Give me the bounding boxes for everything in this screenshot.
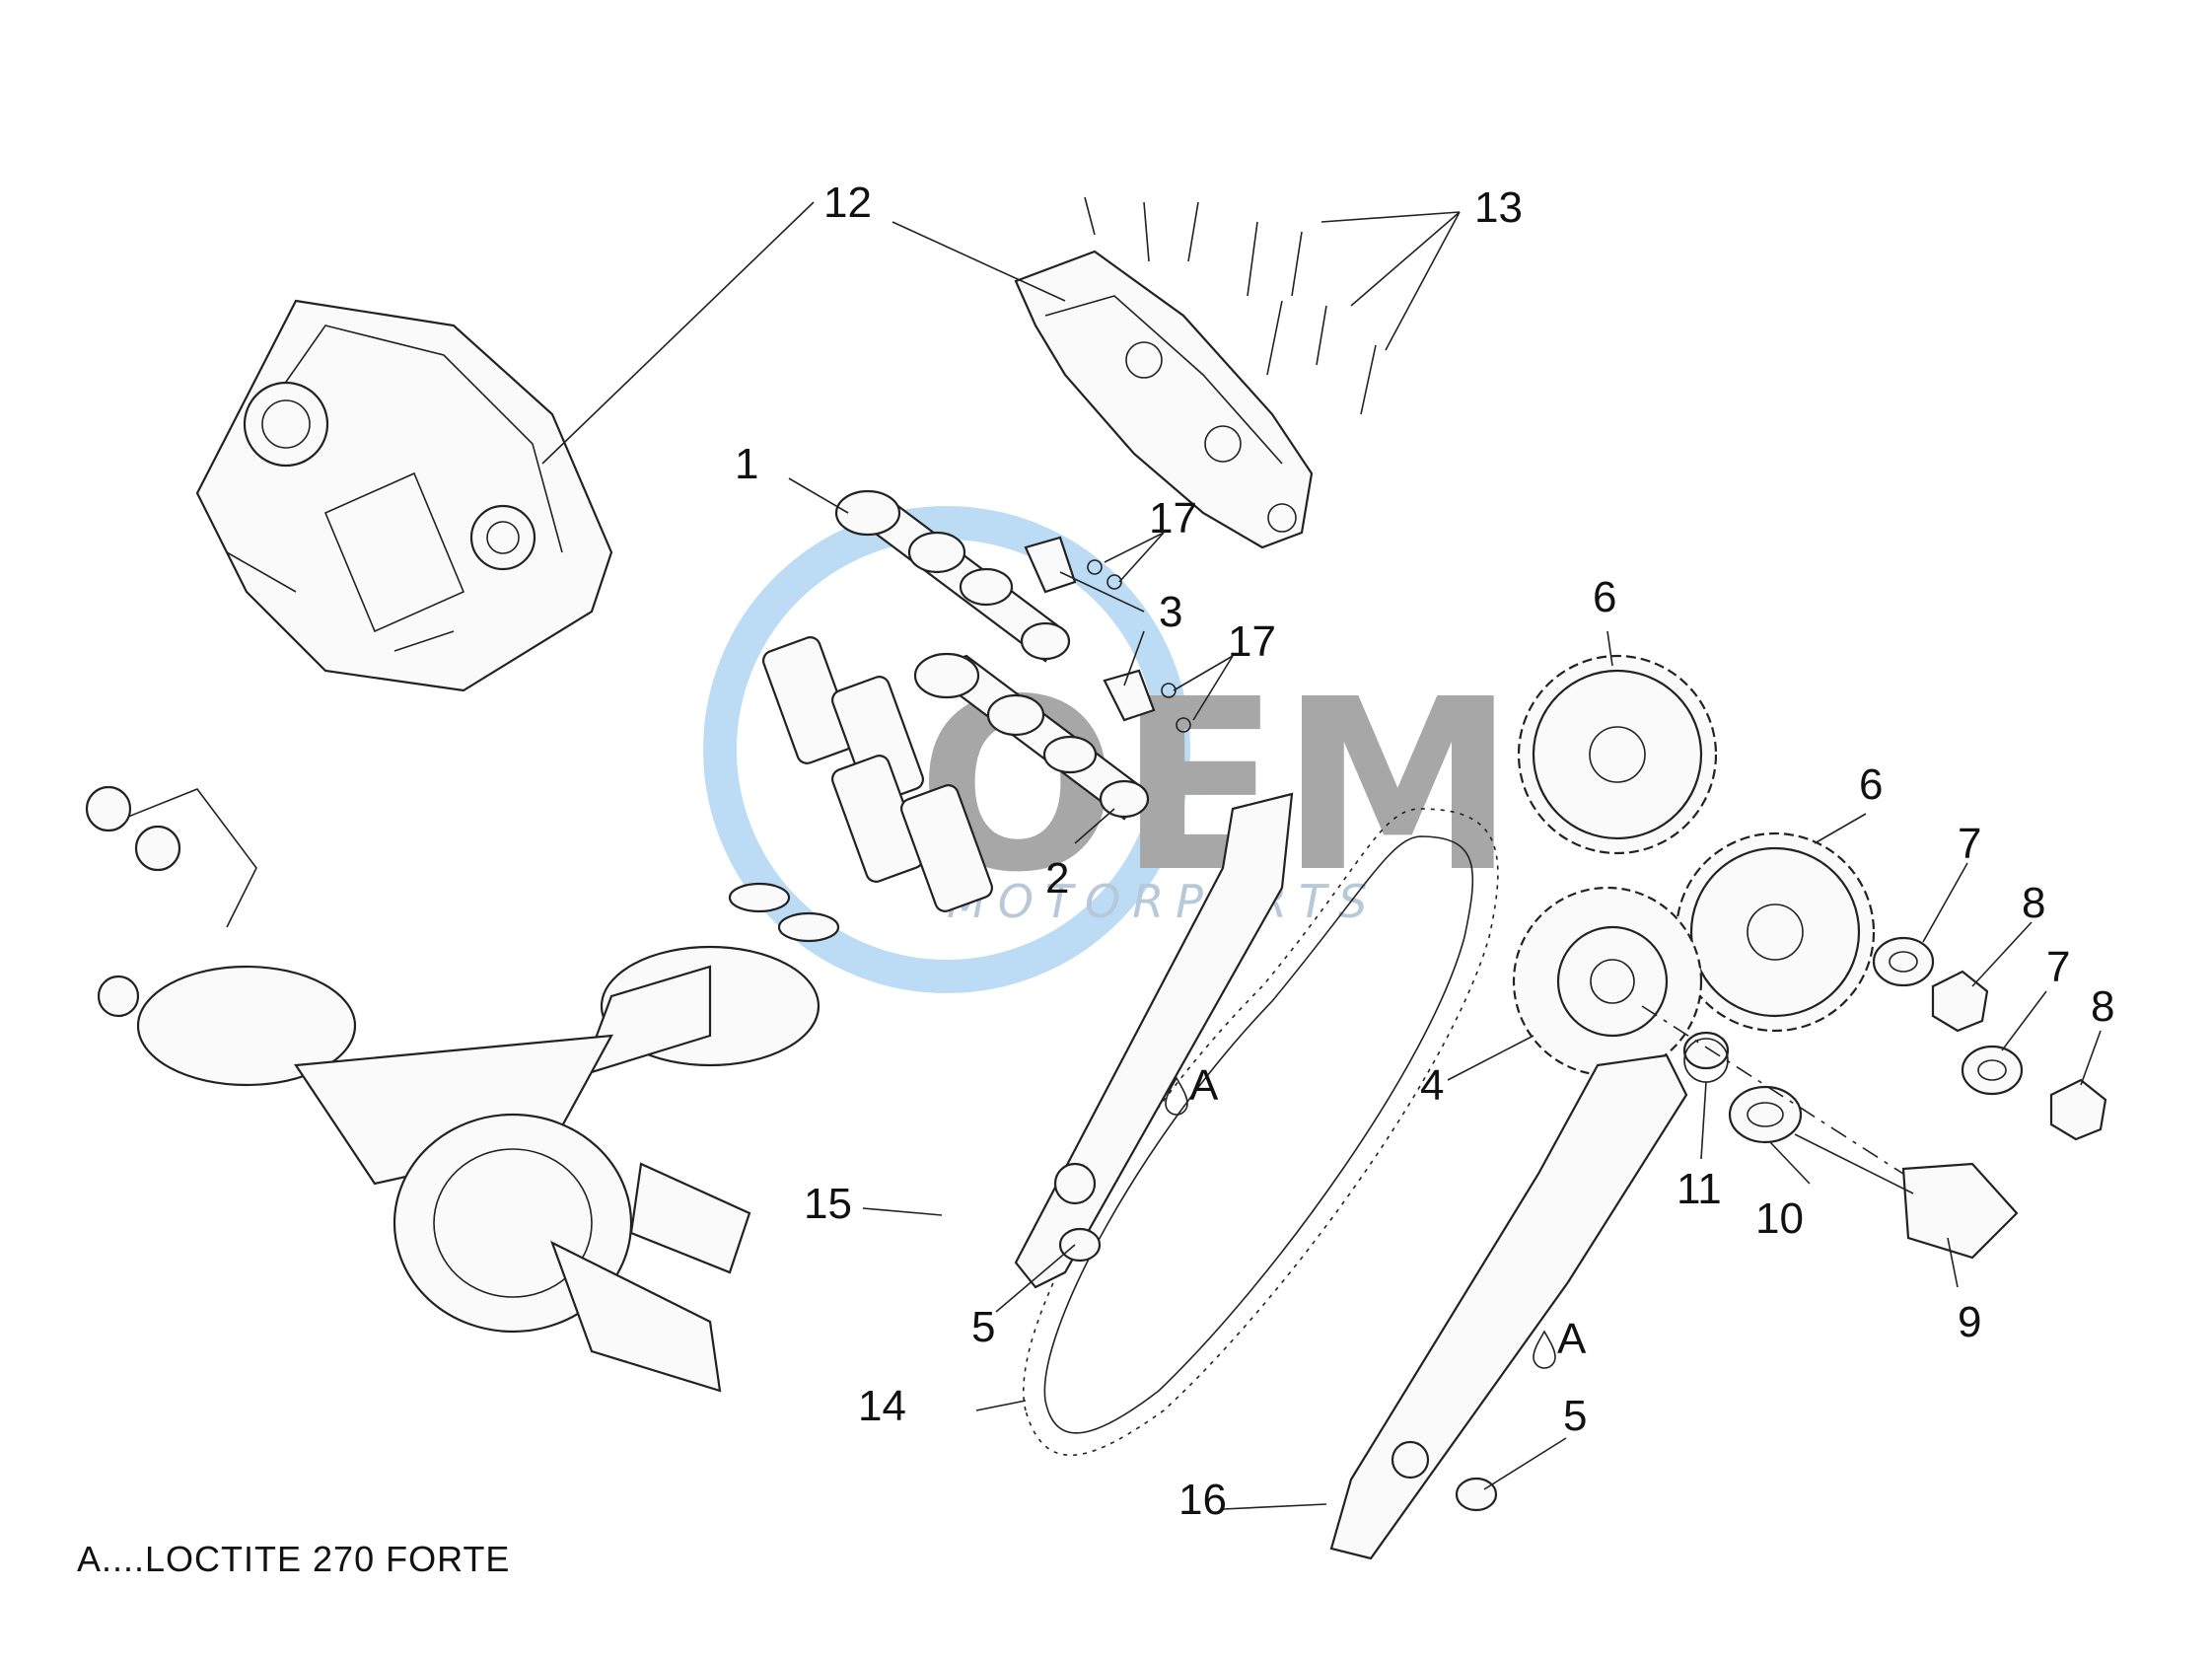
part-cam-caps [1024, 536, 1191, 733]
callout-6-upper: 6 [1593, 573, 1616, 621]
adhesive-label-lower: A [1557, 1315, 1587, 1363]
drop-icon [1533, 1330, 1556, 1369]
part-camshaft-carrier [1014, 250, 1314, 549]
callout-5-lower: 5 [1563, 1392, 1587, 1440]
callout-11: 11 [1677, 1165, 1722, 1213]
adhesive-mark-upper: A [1165, 1061, 1219, 1116]
drop-icon [1165, 1076, 1188, 1116]
callout-6-lower: 6 [1859, 760, 1883, 809]
callout-16: 16 [1178, 1476, 1227, 1524]
part-valves-springs [728, 636, 993, 943]
leader-lines [541, 201, 2102, 1510]
callout-15: 15 [804, 1180, 852, 1228]
part-camshaft-exhaust [913, 652, 1150, 821]
adhesive-label-upper: A [1189, 1061, 1219, 1110]
legend-note: A....LOCTITE 270 FORTE [77, 1539, 510, 1579]
watermark-sub: MOTORPARTS [947, 875, 1379, 928]
callout-2: 2 [1045, 854, 1069, 903]
callout-13: 13 [1474, 183, 1523, 232]
part-gear-upper [1517, 654, 1718, 855]
callout-3: 3 [1159, 588, 1182, 636]
callout-7-lower: 7 [2046, 943, 2070, 991]
part-pivot-bolts [1058, 1227, 1498, 1512]
callout-17-lower: 17 [1228, 617, 1276, 666]
callout-12: 12 [823, 179, 872, 227]
part-spacer-bolt [1641, 1005, 2019, 1260]
part-crankshaft-assembly [85, 785, 821, 1393]
part-cylinder-head [195, 299, 613, 692]
callout-10: 10 [1755, 1194, 1804, 1243]
part-chain-guide-tensioner [1329, 1053, 1688, 1560]
carrier-bolts [1084, 196, 1377, 415]
callout-14: 14 [858, 1382, 906, 1430]
callout-8-upper: 8 [2022, 879, 2045, 927]
part-chain-guide-fixed [1014, 792, 1294, 1289]
callout-8-lower: 8 [2091, 982, 2114, 1031]
part-gear-lower [1675, 831, 1876, 1033]
part-idler-gear [1512, 886, 1703, 1077]
callout-9: 9 [1958, 1298, 1981, 1346]
callout-4: 4 [1420, 1061, 1444, 1110]
part-washer-nut-set [1872, 936, 2107, 1141]
part-camshaft-intake [834, 489, 1071, 663]
callout-5-upper: 5 [971, 1303, 995, 1351]
callout-17-upper: 17 [1149, 494, 1197, 542]
adhesive-mark-lower: A [1533, 1315, 1587, 1369]
callout-labels: 1 2 3 4 5 5 6 6 7 7 8 8 9 10 11 12 13 14… [735, 179, 2114, 1524]
callout-1: 1 [735, 440, 758, 488]
callout-7-upper: 7 [1958, 820, 1981, 868]
